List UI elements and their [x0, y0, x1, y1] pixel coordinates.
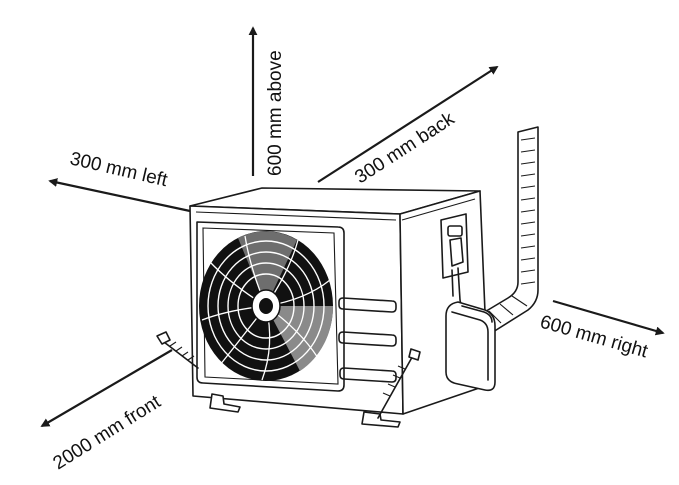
- arrow-right: [552, 299, 665, 336]
- label-back: 300 mm back: [351, 108, 459, 188]
- vent-louvres: [338, 297, 397, 383]
- outdoor-unit: [156, 187, 496, 428]
- arrow-back: [317, 66, 499, 183]
- valve-cover: [445, 301, 496, 392]
- label-front: 2000 mm front: [50, 391, 166, 474]
- refrigerant-pipe: [477, 126, 539, 333]
- arrow-left: [48, 178, 191, 213]
- arrow-front: [40, 349, 173, 427]
- anchor-bolts: [156, 331, 421, 419]
- fan: [199, 231, 334, 381]
- label-right: 600 mm right: [538, 312, 651, 363]
- label-above: 600 mm above: [265, 50, 286, 176]
- label-left: 300 mm left: [68, 148, 170, 191]
- clearance-arrows: [40, 26, 665, 427]
- fan-frame: [196, 221, 345, 392]
